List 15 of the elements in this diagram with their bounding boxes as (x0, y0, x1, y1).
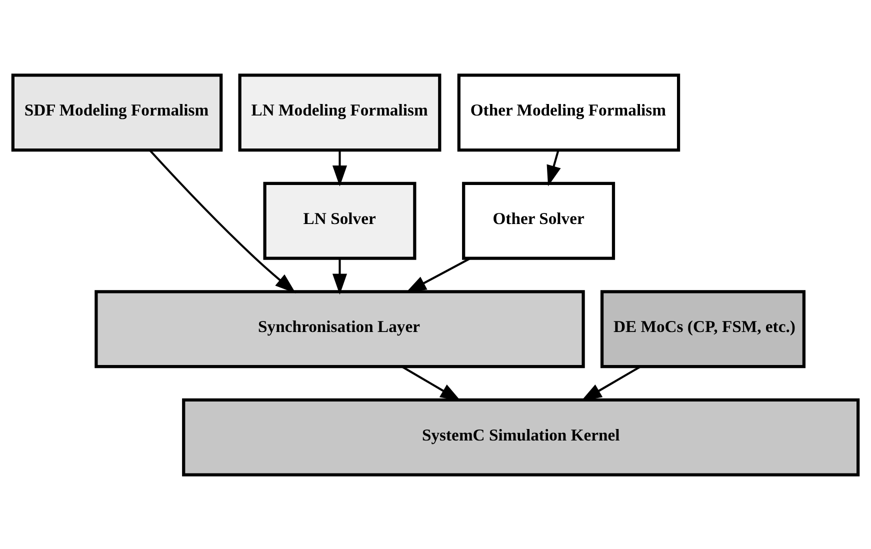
arrow (148, 148, 296, 293)
arrow (332, 258, 348, 294)
arrow (580, 365, 641, 401)
node-box: SystemC Simulation Kernel (182, 398, 860, 476)
node-box: SDF Modeling Formalism (11, 73, 223, 152)
node-box: Other Modeling Formalism (457, 73, 680, 152)
node-box: Synchronisation Layer (94, 290, 585, 368)
node-box: LN Modeling Formalism (238, 73, 442, 152)
node-box: LN Solver (263, 181, 416, 260)
node-box: DE MoCs (CP, FSM, etc.) (600, 290, 806, 368)
arrow (402, 365, 462, 401)
arrow (332, 150, 348, 186)
arrow (546, 149, 561, 186)
arrow (406, 257, 471, 292)
node-box: Other Solver (462, 181, 616, 260)
